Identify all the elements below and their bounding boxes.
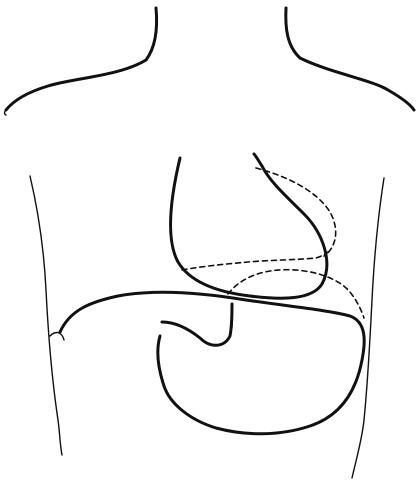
dashed-contour-lower bbox=[228, 270, 364, 318]
left-shoulder-outline bbox=[6, 60, 146, 110]
left-torso-outline bbox=[30, 176, 62, 455]
neck-right-outline bbox=[286, 8, 300, 58]
right-torso-outline bbox=[352, 178, 384, 478]
neck-left-outline bbox=[146, 8, 157, 60]
left-shoulder-tip-mark bbox=[5, 110, 7, 115]
left-small-hook bbox=[50, 333, 64, 340]
lower-organ-inner-fold bbox=[162, 304, 232, 345]
displaced-organ-outline bbox=[171, 154, 327, 298]
dashed-contour-middle bbox=[182, 252, 328, 270]
lower-organ-upper-curve bbox=[60, 292, 364, 434]
ink-group bbox=[5, 8, 415, 478]
right-shoulder-outline bbox=[300, 58, 414, 110]
